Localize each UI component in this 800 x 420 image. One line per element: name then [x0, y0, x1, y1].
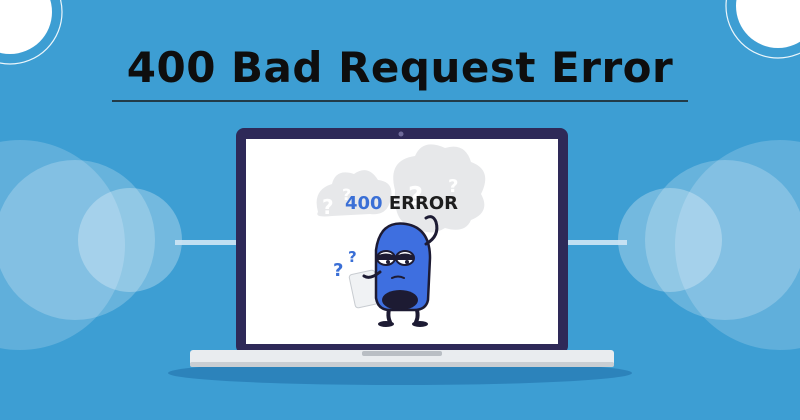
- corner-circle-top-right: [736, 0, 800, 48]
- question-mark-icon: ?: [448, 176, 458, 197]
- question-mark-icon: ?: [333, 260, 343, 281]
- page-title: 400 Bad Request Error: [126, 43, 674, 92]
- left-bubbles: [0, 140, 237, 350]
- corner-circle-top-left: [0, 0, 52, 54]
- right-bubbles: [565, 140, 800, 350]
- question-mark-icon: ?: [408, 182, 423, 212]
- corner-ring-top-left: [0, 0, 63, 65]
- question-mark-icon: ?: [348, 248, 357, 266]
- corner-ring-top-right: [725, 0, 800, 59]
- blue-question-marks: ? ?: [333, 248, 357, 281]
- laptop-notch: [362, 351, 442, 356]
- error-label: 400 ERROR: [345, 192, 465, 216]
- laptop-camera: [398, 131, 404, 137]
- thought-clouds: ? ? ? ?: [316, 144, 486, 233]
- error-code: 400: [345, 193, 383, 214]
- error-word: ERROR: [388, 193, 459, 214]
- confused-character: [348, 215, 439, 327]
- question-mark-icon: ?: [322, 195, 334, 219]
- question-mark-icon: ?: [342, 185, 351, 204]
- laptop-base-edge: [190, 362, 614, 367]
